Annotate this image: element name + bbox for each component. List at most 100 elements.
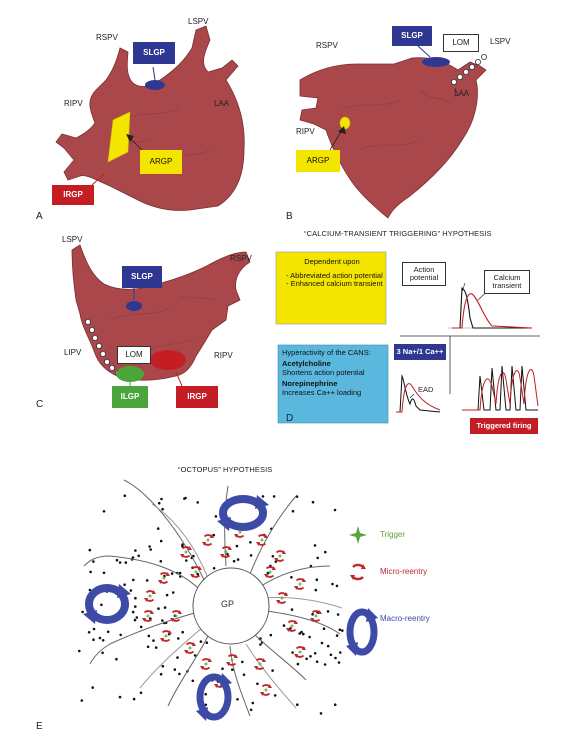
scatter-dot bbox=[221, 667, 224, 670]
scatter-dot bbox=[282, 624, 286, 627]
scatter-dot bbox=[177, 637, 180, 640]
scatter-dot bbox=[131, 610, 135, 614]
scatter-dot bbox=[212, 567, 216, 570]
scatter-dot bbox=[295, 495, 299, 498]
panel-a-atrium bbox=[55, 25, 245, 211]
scatter-dot bbox=[333, 703, 337, 706]
d-blue-ach: Acetylcholine bbox=[282, 359, 331, 369]
trigger-symbol bbox=[267, 569, 273, 575]
scatter-dot bbox=[334, 656, 337, 660]
trigger-symbol bbox=[297, 649, 303, 655]
gp-circle bbox=[192, 567, 270, 645]
b-label-ripv: RIPV bbox=[296, 127, 315, 136]
b-box-lom: LOM bbox=[443, 34, 479, 52]
d-ead-label: EAD bbox=[418, 385, 434, 394]
d-blue-ne-text: Increases Ca++ loading bbox=[282, 387, 362, 397]
scatter-dot bbox=[199, 640, 203, 643]
e-title: “OCTOPUS” HYPOTHESIS bbox=[178, 465, 273, 474]
micro-reentry-symbol bbox=[190, 566, 202, 578]
scatter-dot bbox=[308, 635, 311, 639]
scatter-dot bbox=[124, 561, 128, 564]
micro-reentry-symbol bbox=[226, 654, 238, 666]
scatter-dot bbox=[165, 593, 169, 597]
d-yellow-item1: - Abbreviated action potential bbox=[286, 270, 383, 280]
d-action-potential-box: Action potential bbox=[402, 262, 446, 286]
scatter-dot bbox=[271, 555, 275, 558]
scatter-dot bbox=[123, 583, 126, 586]
trigger-symbols bbox=[145, 529, 319, 693]
scatter-dot bbox=[309, 564, 313, 568]
trigger-symbol bbox=[193, 569, 199, 575]
scatter-dot bbox=[170, 572, 174, 575]
blue-box-shape bbox=[277, 344, 389, 424]
d-exchange-tag: 3 Na+/1 Ca++ bbox=[394, 344, 446, 360]
scatter-dot bbox=[298, 632, 302, 635]
scatter-dot bbox=[333, 508, 337, 512]
scatter-dot bbox=[256, 682, 259, 686]
scatter-dot bbox=[300, 630, 303, 634]
e-gp-label: GP bbox=[221, 599, 235, 609]
scatter-dot bbox=[313, 652, 317, 655]
trigger-symbol bbox=[313, 613, 319, 619]
scatter-dot bbox=[81, 610, 84, 614]
panel-a-letter: A bbox=[36, 211, 43, 222]
trigger-symbol bbox=[161, 575, 167, 581]
e-legend-macro: Macro-reentry bbox=[380, 614, 430, 623]
trigger-symbol bbox=[173, 613, 179, 619]
scatter-dot bbox=[118, 695, 122, 699]
scatter-dot bbox=[326, 644, 330, 648]
scatter-dot bbox=[266, 571, 270, 575]
scatter-dot bbox=[148, 545, 151, 548]
c-tag-ilgp: ILGP bbox=[112, 386, 148, 408]
scatter-dot bbox=[326, 610, 330, 613]
scatter-dot bbox=[132, 697, 136, 701]
d-calcium-transient-box: Calcium transient bbox=[484, 270, 530, 294]
a-label-ripv: RIPV bbox=[64, 99, 83, 108]
scatter-dot bbox=[291, 651, 294, 654]
a-tag-slgp: SLGP bbox=[133, 42, 175, 64]
scatter-dot bbox=[319, 712, 323, 715]
scatter-dot bbox=[302, 632, 305, 636]
legend-trigger-icon bbox=[349, 526, 367, 544]
scatter-dot bbox=[92, 638, 95, 641]
yellow-box-shape bbox=[275, 251, 387, 325]
scatter-dot bbox=[181, 630, 184, 634]
scatter-dot bbox=[290, 576, 293, 579]
scatter-dot bbox=[271, 669, 274, 672]
trigger-symbol bbox=[223, 549, 229, 555]
micro-reentry-symbol bbox=[200, 658, 212, 670]
scatter-dot bbox=[115, 657, 118, 661]
scatter-dot bbox=[181, 543, 184, 546]
scatter-dot bbox=[249, 554, 253, 557]
scatter-dot bbox=[242, 673, 246, 676]
trigger-symbol bbox=[145, 613, 151, 619]
scatter-dot bbox=[102, 571, 106, 575]
scatter-dot bbox=[106, 630, 110, 634]
scatter-dot bbox=[212, 533, 216, 537]
micro-reentry-symbol bbox=[256, 534, 268, 546]
scatter-dot bbox=[311, 613, 314, 616]
scatter-dot bbox=[159, 672, 163, 676]
scatter-dot bbox=[163, 606, 167, 609]
scatter-dot bbox=[92, 627, 96, 631]
scatter-dot bbox=[88, 548, 92, 552]
scatter-dot bbox=[204, 692, 207, 696]
scatter-dot bbox=[214, 515, 218, 518]
scatter-dot bbox=[134, 605, 137, 608]
scatter-dot bbox=[159, 560, 163, 563]
scatter-dot bbox=[323, 663, 327, 666]
c-box-lom: LOM bbox=[117, 346, 151, 364]
panel-b-letter: B bbox=[286, 211, 293, 222]
c-label-lspv: LSPV bbox=[62, 235, 83, 244]
scatter-dot bbox=[157, 607, 160, 610]
macro-reentry-arrows bbox=[83, 495, 378, 721]
scatter-dot bbox=[147, 634, 151, 638]
micro-reentry-symbol bbox=[294, 646, 306, 658]
micro-reentry-symbols bbox=[142, 526, 322, 696]
scatter-dot bbox=[92, 560, 95, 563]
panel-b-atrium bbox=[299, 45, 488, 219]
micro-reentry-symbol bbox=[142, 610, 154, 622]
scatter-dot bbox=[135, 616, 139, 619]
scatter-dot bbox=[305, 657, 308, 661]
